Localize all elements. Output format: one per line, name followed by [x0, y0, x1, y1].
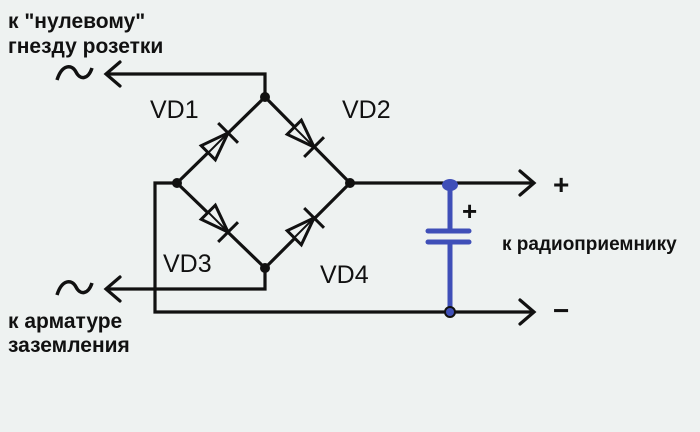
diode-vd2	[284, 117, 326, 159]
diode-vd1	[198, 121, 240, 163]
label-neutral-socket-line1: к "нулевому"	[8, 10, 145, 33]
diode-vd3	[198, 202, 240, 244]
capacitor-bottom-junction	[444, 306, 456, 318]
capacitor-top-junction	[442, 179, 458, 191]
ac-symbol-bottom-icon	[55, 280, 94, 296]
label-vd1: VD1	[150, 96, 199, 124]
negative-rail	[153, 181, 537, 326]
label-to-radio-receiver: к радиоприемнику	[502, 234, 677, 255]
positive-rail	[348, 169, 537, 197]
output-plus-sign: +	[553, 169, 569, 200]
label-vd2: VD2	[342, 96, 391, 124]
capacitor	[425, 179, 472, 318]
junction-top	[260, 92, 270, 102]
label-grounding-line2: заземления	[8, 334, 130, 357]
label-vd3: VD3	[163, 250, 212, 278]
input-wire-top	[103, 60, 267, 99]
capacitor-polarity-plus: +	[462, 196, 477, 226]
label-neutral-socket-line2: гнезду розетки	[8, 35, 163, 58]
diode-vd4	[284, 206, 326, 248]
label-grounding-line1: к арматуре	[8, 310, 122, 333]
ac-symbol-top-icon	[55, 65, 94, 81]
output-minus-sign: −	[553, 295, 569, 326]
label-vd4: VD4	[320, 261, 369, 289]
input-wire-bottom	[103, 266, 267, 303]
bridge-wires	[174, 94, 353, 271]
